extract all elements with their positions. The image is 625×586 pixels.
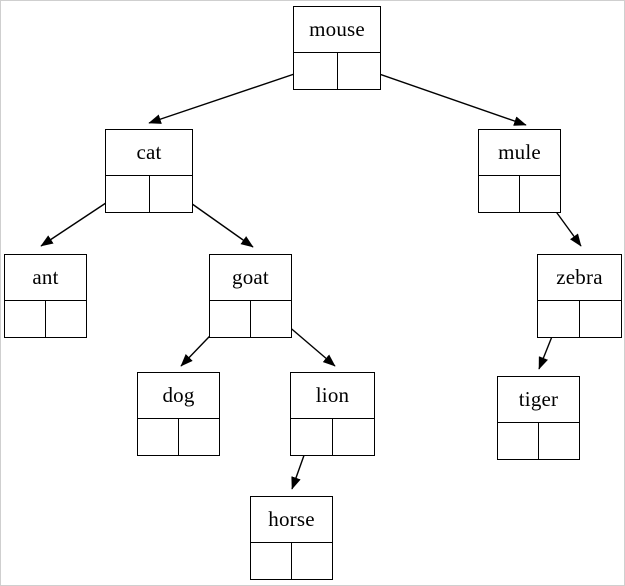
tree-node-mule: mule [478, 129, 561, 213]
node-pointer-row [498, 423, 579, 459]
node-left-pointer-cell [479, 176, 520, 212]
node-label: goat [210, 255, 291, 301]
node-right-pointer-cell [580, 301, 621, 337]
tree-node-horse: horse [250, 496, 333, 580]
node-label: dog [138, 373, 219, 419]
node-pointer-row [210, 301, 291, 337]
node-right-pointer-cell [292, 543, 332, 579]
node-right-pointer-cell [251, 301, 291, 337]
node-right-pointer-cell [539, 423, 579, 459]
node-left-pointer-cell [138, 419, 179, 455]
node-pointer-row [106, 176, 192, 212]
node-left-pointer-cell [210, 301, 251, 337]
tree-node-cat: cat [105, 129, 193, 213]
node-pointer-row [138, 419, 219, 455]
node-right-pointer-cell [333, 419, 374, 455]
node-left-pointer-cell [5, 301, 46, 337]
node-pointer-row [479, 176, 560, 212]
node-label: horse [251, 497, 332, 543]
node-pointer-row [291, 419, 374, 455]
node-right-pointer-cell [179, 419, 219, 455]
node-pointer-row [251, 543, 332, 579]
node-left-pointer-cell [106, 176, 150, 212]
node-pointer-row [5, 301, 86, 337]
node-right-pointer-cell [46, 301, 86, 337]
node-left-pointer-cell [294, 53, 338, 89]
node-label: ant [5, 255, 86, 301]
tree-node-ant: ant [4, 254, 87, 338]
tree-node-zebra: zebra [537, 254, 622, 338]
node-label: mouse [294, 7, 380, 53]
tree-node-goat: goat [209, 254, 292, 338]
tree-node-dog: dog [137, 372, 220, 456]
node-label: zebra [538, 255, 621, 301]
node-pointer-row [538, 301, 621, 337]
node-label: cat [106, 130, 192, 176]
node-right-pointer-cell [149, 176, 192, 212]
node-right-pointer-cell [520, 176, 560, 212]
node-right-pointer-cell [337, 53, 380, 89]
node-label: lion [291, 373, 374, 419]
tree-node-mouse: mouse [293, 6, 381, 90]
node-pointer-row [294, 53, 380, 89]
tree-node-lion: lion [290, 372, 375, 456]
node-label: tiger [498, 377, 579, 423]
node-left-pointer-cell [251, 543, 292, 579]
node-left-pointer-cell [291, 419, 333, 455]
tree-node-tiger: tiger [497, 376, 580, 460]
node-left-pointer-cell [498, 423, 539, 459]
tree-edge-mouse-to-mule [358, 66, 527, 126]
tree-edge-mouse-to-cat [148, 66, 316, 124]
node-label: mule [479, 130, 560, 176]
node-left-pointer-cell [538, 301, 580, 337]
